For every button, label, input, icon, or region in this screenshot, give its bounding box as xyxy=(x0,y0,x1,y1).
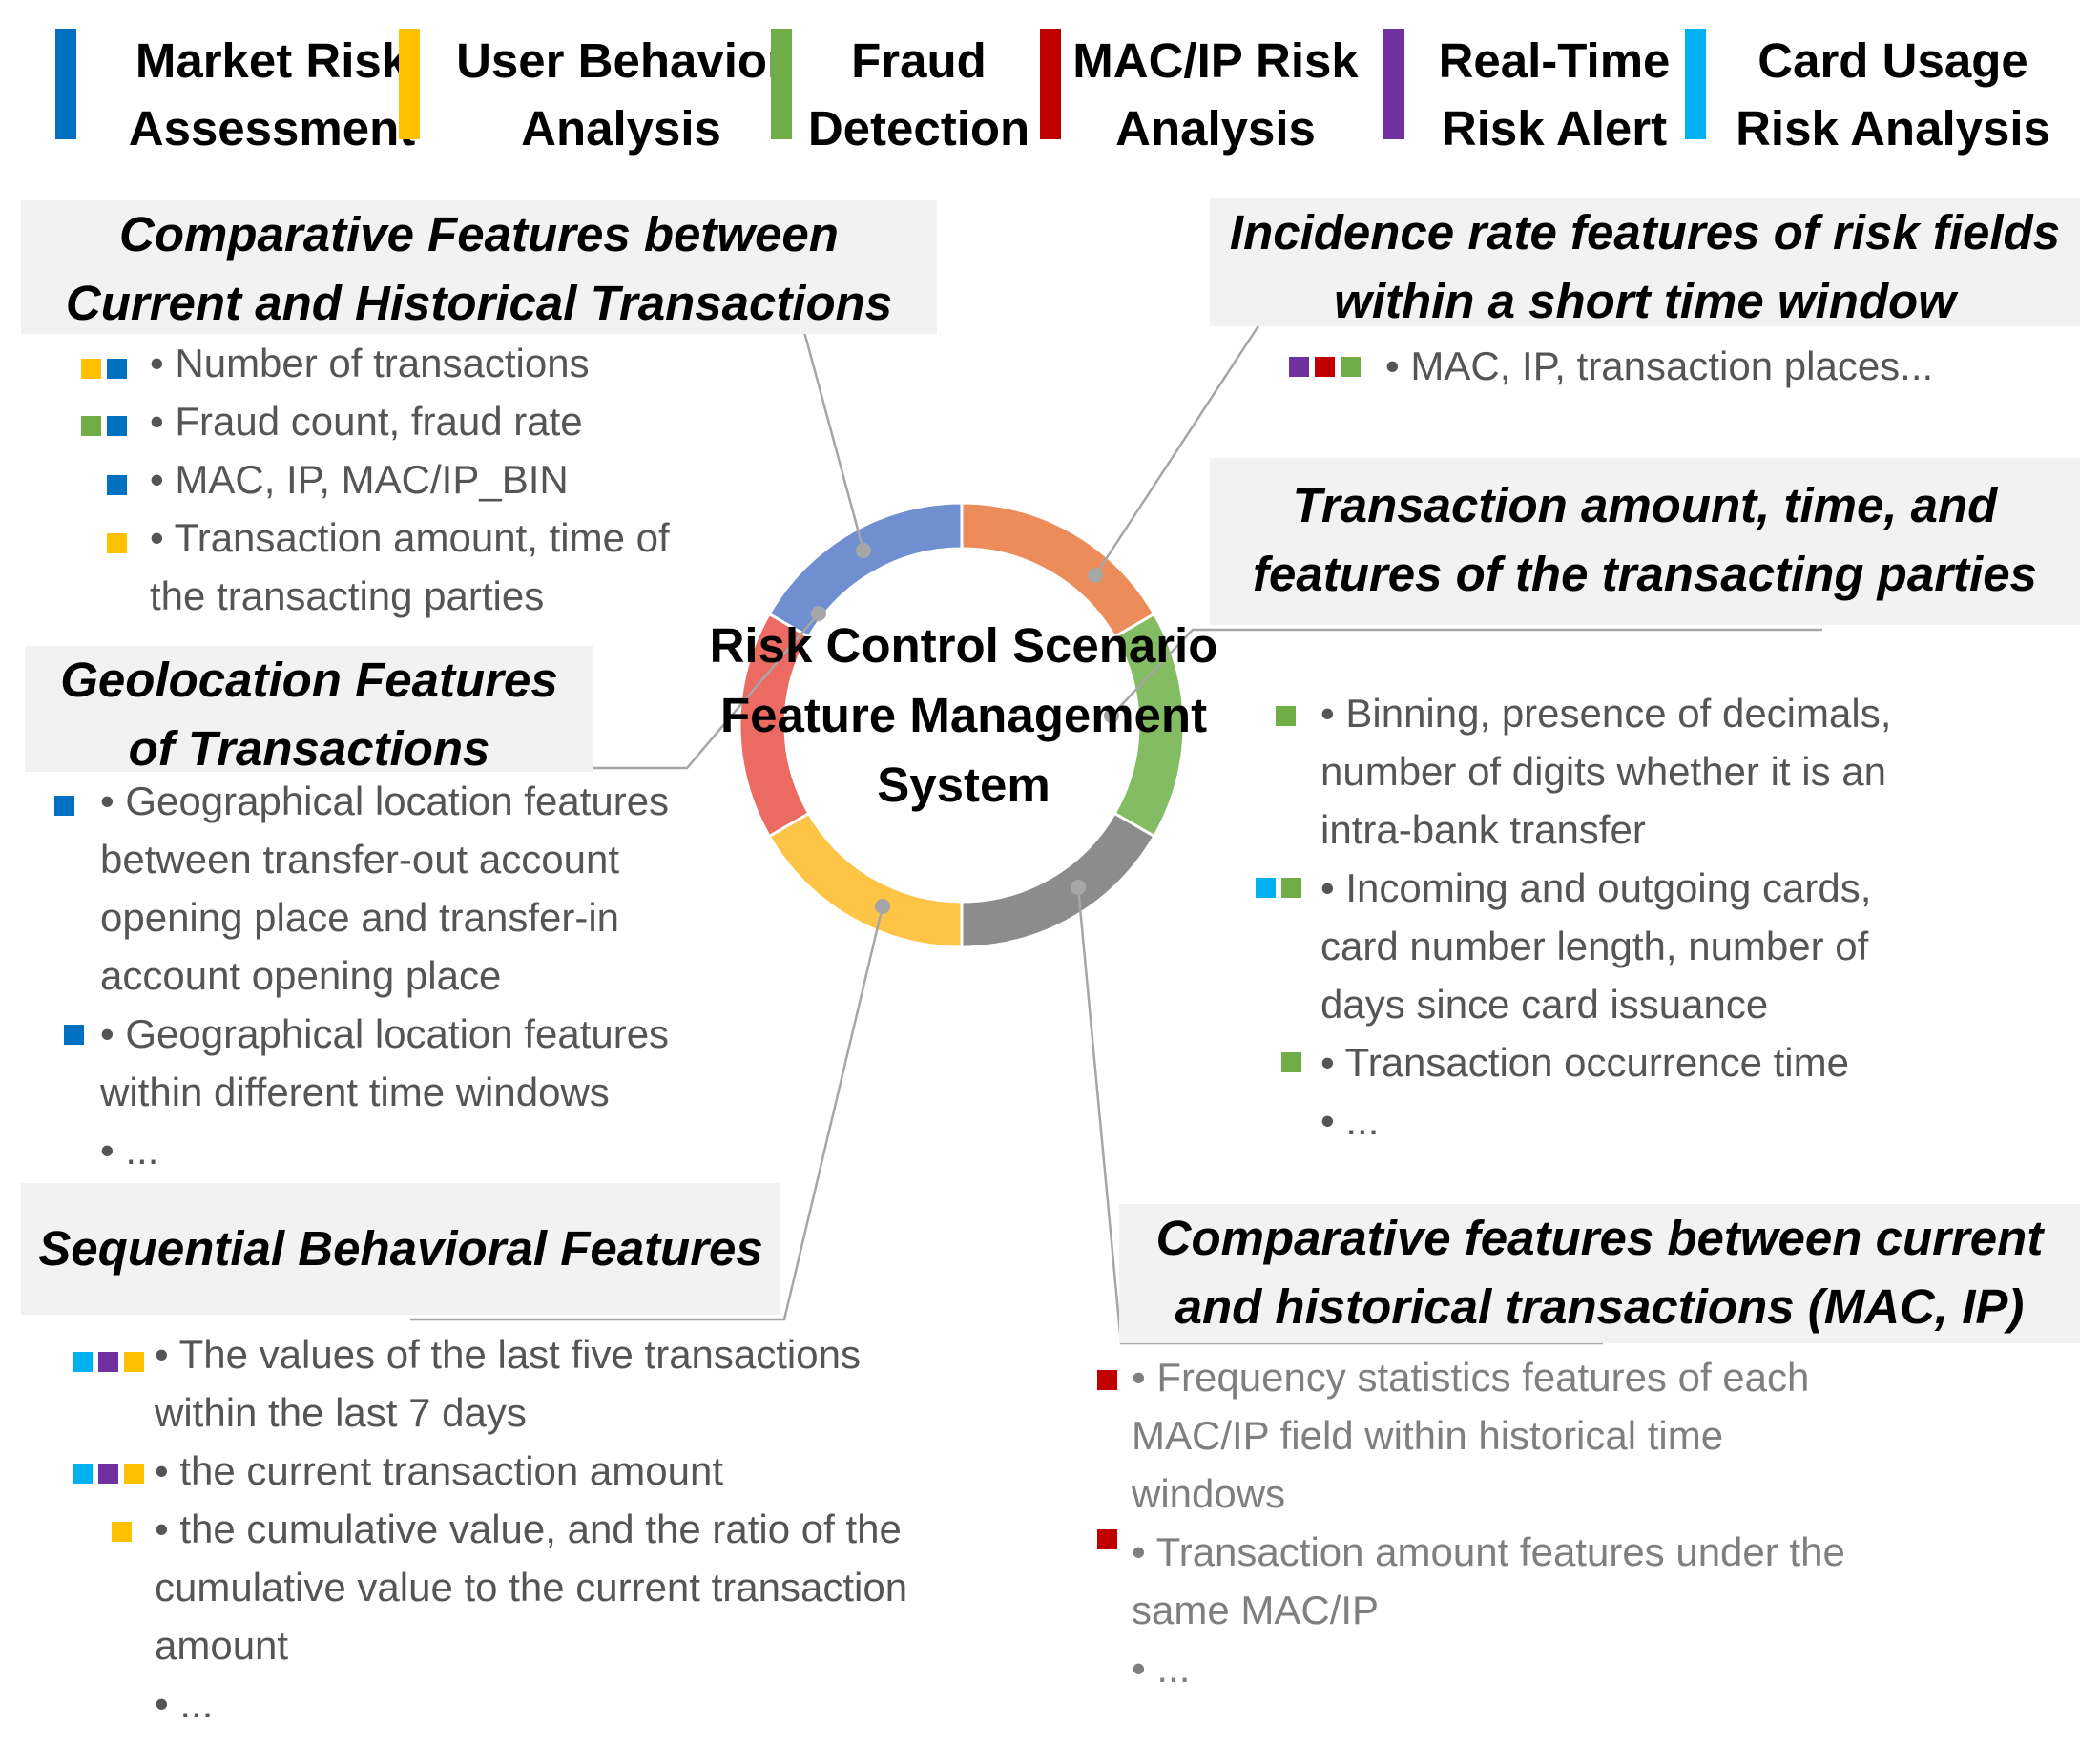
amount-item-3-tags xyxy=(1281,1052,1301,1073)
historical-item-1-tags xyxy=(81,359,127,380)
macip-item-3: • ... xyxy=(1132,1646,1191,1691)
center-ring xyxy=(738,501,1186,949)
panel-title-sequential: Sequential Behavioral Features xyxy=(21,1183,780,1315)
macip-tag-square xyxy=(1097,1529,1117,1549)
panel-title-incidence: Incidence rate features of risk fields w… xyxy=(1210,198,2080,328)
legend-swatch-realtime xyxy=(1383,29,1404,139)
sequential-item-3: • the cumulative value, and the ratio of… xyxy=(155,1506,908,1668)
user-tag-square xyxy=(124,1352,144,1372)
macip-item-1: • Frequency statistics features of each … xyxy=(1132,1355,1810,1516)
card-tag-square xyxy=(73,1464,93,1484)
macip-item-2-tags xyxy=(1097,1529,1117,1550)
connector-dot-historical xyxy=(856,543,871,558)
market-tag-square xyxy=(107,416,127,436)
sequential-item-3-tags xyxy=(112,1522,132,1543)
amount-item-4: • ... xyxy=(1320,1098,1380,1143)
card-tag-square xyxy=(73,1352,93,1372)
geo-item-1-tags xyxy=(54,796,74,817)
connector-dot-sequential xyxy=(875,899,890,914)
fraud-tag-square xyxy=(1341,357,1361,377)
legend-swatch-card-usage xyxy=(1685,29,1706,139)
historical-item-4: • Transaction amount, time of the transa… xyxy=(150,515,670,618)
incidence-item-1: • MAC, IP, transaction places... xyxy=(1385,343,1934,388)
connector-dot-geo xyxy=(811,606,826,621)
connector-dot-amount xyxy=(1104,708,1119,723)
macip-tag-square xyxy=(1315,357,1335,377)
incidence-item-1-tags xyxy=(1289,357,1361,378)
legend-swatch-market-risk xyxy=(55,29,76,139)
center-title: Risk Control Scenario Feature Management… xyxy=(709,618,1218,812)
sequential-item-1: • The values of the last five transactio… xyxy=(155,1332,861,1435)
ring-segment-3 xyxy=(960,811,1156,949)
connector-dot-macip xyxy=(1071,880,1086,895)
legend-swatch-user-behavior xyxy=(399,29,420,139)
legend-label-market-risk: Market Risk Assessment xyxy=(128,33,416,156)
amount-item-1: • Binning, presence of decimals, number … xyxy=(1320,691,1892,852)
connector-dots xyxy=(811,543,1119,914)
connector-sequential xyxy=(410,905,884,1321)
sequential-item-1-tags xyxy=(73,1352,144,1373)
market-tag-square xyxy=(107,475,127,495)
amount-item-2: • Incoming and outgoing cards, card numb… xyxy=(1320,865,1872,1027)
fraud-tag-square xyxy=(81,416,101,436)
sequential-item-2-tags xyxy=(73,1464,144,1485)
market-tag-square xyxy=(107,359,127,379)
panel-title-geo: Geolocation Features of Transactions xyxy=(25,646,593,776)
historical-item-4-tags xyxy=(107,533,127,554)
macip-item-2: • Transaction amount features under the … xyxy=(1132,1529,1845,1632)
ring-segment-4 xyxy=(767,811,964,949)
legend-label-fraud: Fraud Detection xyxy=(807,33,1030,156)
fraud-tag-square xyxy=(1276,706,1296,726)
historical-item-3: • MAC, IP, MAC/IP_BIN xyxy=(150,457,569,502)
legend-label-card-usage: Card Usage Risk Analysis xyxy=(1736,33,2050,156)
user-tag-square xyxy=(107,533,127,553)
sequential-item-2: • the current transaction amount xyxy=(155,1448,724,1493)
panel-title-historical: Comparative Features between Current and… xyxy=(21,200,937,334)
realtime-tag-square xyxy=(98,1464,118,1484)
legend-swatch-macip xyxy=(1040,29,1061,139)
legend-label-user-behavior: User Behavior Analysis xyxy=(456,33,786,156)
user-tag-square xyxy=(81,359,101,379)
amount-item-2-tags xyxy=(1256,878,1301,899)
geo-item-2-tags xyxy=(64,1025,84,1046)
user-tag-square xyxy=(124,1464,144,1484)
realtime-tag-square xyxy=(1289,357,1309,377)
card-tag-square xyxy=(1256,878,1276,898)
geo-item-2: • Geographical location features within … xyxy=(100,1011,670,1114)
user-tag-square xyxy=(112,1522,132,1542)
fraud-tag-square xyxy=(1281,1052,1301,1072)
macip-item-1-tags xyxy=(1097,1370,1117,1391)
sequential-item-4: • ... xyxy=(155,1681,214,1726)
geo-item-1: • Geographical location features between… xyxy=(100,779,670,998)
historical-item-1: • Number of transactions xyxy=(150,341,590,385)
legend-swatch-fraud xyxy=(771,29,792,139)
market-tag-square xyxy=(64,1025,84,1045)
connector-dot-incidence xyxy=(1088,568,1103,583)
realtime-tag-square xyxy=(98,1352,118,1372)
legend-label-realtime: Real-Time Risk Alert xyxy=(1438,33,1671,156)
legend-label-macip: MAC/IP Risk Analysis xyxy=(1072,33,1359,156)
historical-item-2: • Fraud count, fraud rate xyxy=(150,399,583,444)
amount-item-3: • Transaction occurrence time xyxy=(1320,1040,1849,1085)
panel-title-macip: Comparative features between current and… xyxy=(1119,1204,2080,1343)
fraud-tag-square xyxy=(1281,878,1301,898)
panel-title-amount: Transaction amount, time, and features o… xyxy=(1210,458,2080,625)
amount-item-1-tags xyxy=(1276,706,1296,727)
historical-item-2-tags xyxy=(81,416,127,437)
macip-tag-square xyxy=(1097,1370,1117,1390)
connector-amount xyxy=(1111,628,1822,717)
historical-item-3-tags xyxy=(107,475,127,496)
connector-macip xyxy=(1076,886,1603,1345)
geo-item-3: • ... xyxy=(100,1128,159,1173)
market-tag-square xyxy=(54,796,74,816)
ring-segment-6 xyxy=(767,501,964,639)
